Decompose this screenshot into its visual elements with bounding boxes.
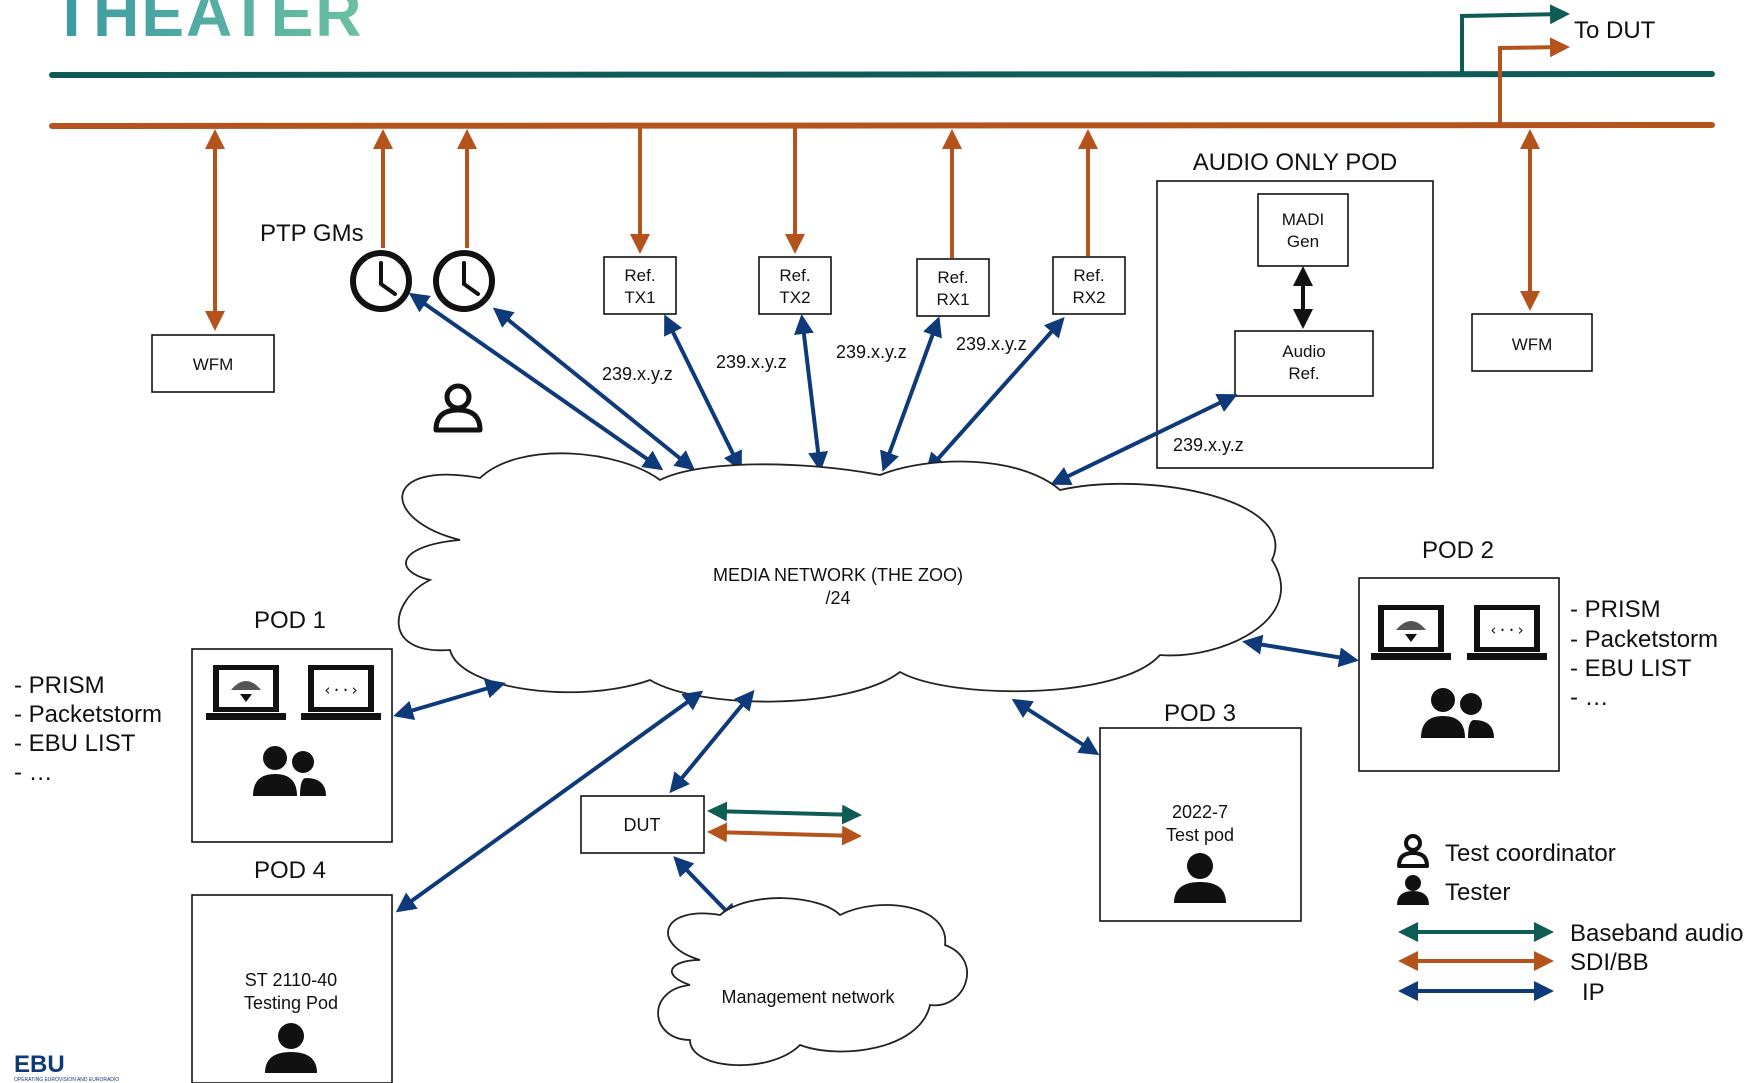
tool-item: - Packetstorm xyxy=(14,701,162,728)
ptp-gms-label: PTP GMs xyxy=(260,220,364,247)
code-laptop-icon: ‹··› xyxy=(1467,605,1547,660)
pod-2: POD 2 ‹··› xyxy=(1358,537,1560,772)
ref-tx2: Ref. TX2 239.x.y.z xyxy=(716,128,832,472)
ref-rx2-line1: Ref. xyxy=(1073,266,1104,285)
media-network-cloud: MEDIA NETWORK (THE ZOO) /24 xyxy=(397,452,1282,703)
madi-gen-line1: MADI xyxy=(1282,210,1325,229)
prism-laptop-icon xyxy=(1371,605,1451,660)
ref-rx2: Ref. RX2 239.x.y.z xyxy=(925,129,1126,473)
multicast-label: 239.x.y.z xyxy=(602,364,673,384)
multicast-label: 239.x.y.z xyxy=(836,342,907,362)
pod-4: POD 4 ST 2110-40 Testing Pod xyxy=(191,857,393,1083)
legend-baseband: Baseband audio xyxy=(1570,920,1743,947)
legend-sdi: SDI/BB xyxy=(1570,949,1649,976)
ref-tx1: Ref. TX1 239.x.y.z xyxy=(602,128,742,472)
ref-rx1-line2: RX1 xyxy=(936,290,969,309)
tool-item: - EBU LIST xyxy=(1570,655,1692,682)
legend-tester: Tester xyxy=(1445,879,1510,906)
test-coordinator-icon xyxy=(433,383,483,433)
pod-1: POD 1 ‹··› xyxy=(191,607,393,843)
management-network-cloud: Management network xyxy=(657,897,968,1067)
pod3-line1: 2022-7 xyxy=(1172,802,1228,822)
svg-text:‹··›: ‹··› xyxy=(323,681,359,699)
multicast-label: 239.x.y.z xyxy=(1173,435,1244,455)
pod1-title: POD 1 xyxy=(254,607,326,634)
tool-item: - … xyxy=(14,759,53,786)
audio-only-pod: AUDIO ONLY POD MADI Gen Audio Ref. 239.x… xyxy=(1156,149,1434,469)
ref-tx2-line1: Ref. xyxy=(779,266,810,285)
wfm-left: WFM xyxy=(151,129,275,393)
test-coordinator-icon xyxy=(1397,834,1429,868)
wfm-right-label: WFM xyxy=(1512,335,1553,354)
ref-tx1-line2: TX1 xyxy=(624,288,655,307)
ebu-logo: EBU OPERATING EUROVISION AND EURORADIO xyxy=(14,1051,119,1083)
page-title: THEATER xyxy=(52,0,363,50)
dut-label: DUT xyxy=(624,815,661,835)
tool-item: - EBU LIST xyxy=(14,730,136,757)
tester-icon xyxy=(265,1023,317,1073)
pod4-title: POD 4 xyxy=(254,857,326,884)
svg-text:EBU: EBU xyxy=(14,1051,65,1078)
legend-coordinator: Test coordinator xyxy=(1445,840,1616,867)
audio-pod-title: AUDIO ONLY POD xyxy=(1193,149,1398,176)
wfm-right: WFM xyxy=(1471,129,1593,372)
ptp-clock-icon xyxy=(433,250,495,312)
legend-ip: IP xyxy=(1582,979,1605,1006)
tester-icon xyxy=(1397,875,1429,905)
tester-icon xyxy=(1174,853,1226,903)
ref-tx1-line1: Ref. xyxy=(624,266,655,285)
pod4-line1: ST 2110-40 xyxy=(245,970,337,990)
media-network-line1: MEDIA NETWORK (THE ZOO) xyxy=(713,565,963,585)
pod1-tools-list: - PRISM - Packetstorm - EBU LIST - … xyxy=(14,672,162,786)
pod3-title: POD 3 xyxy=(1164,700,1236,727)
ref-rx2-line2: RX2 xyxy=(1072,288,1105,307)
svg-text:‹··›: ‹··› xyxy=(1489,621,1525,639)
audio-ref-line1: Audio xyxy=(1282,342,1325,361)
madi-gen-line2: Gen xyxy=(1287,232,1319,251)
tool-item: - PRISM xyxy=(1570,596,1661,623)
ref-rx1: Ref. RX1 239.x.y.z xyxy=(836,129,990,472)
baseband-bus xyxy=(49,4,1715,78)
multicast-label: 239.x.y.z xyxy=(716,352,787,372)
media-network-line2: /24 xyxy=(825,588,850,608)
code-laptop-icon: ‹··› xyxy=(301,665,381,720)
pod3-line2: Test pod xyxy=(1166,825,1234,845)
to-dut-label: To DUT xyxy=(1574,17,1656,44)
legend: Test coordinator Tester Baseband audio S… xyxy=(1397,834,1743,1006)
sdi-bus xyxy=(49,37,1715,129)
management-network-label: Management network xyxy=(721,987,895,1007)
tool-item: - Packetstorm xyxy=(1570,626,1718,653)
dut: DUT xyxy=(580,689,862,924)
multicast-label: 239.x.y.z xyxy=(956,334,1027,354)
prism-laptop-icon xyxy=(206,665,286,720)
tool-item: - … xyxy=(1570,684,1609,711)
ref-rx1-line1: Ref. xyxy=(937,268,968,287)
ptp-clock-icon xyxy=(350,250,412,312)
wfm-left-label: WFM xyxy=(193,355,234,374)
pod2-tools-list: - PRISM - Packetstorm - EBU LIST - … xyxy=(1570,596,1718,711)
pod-3: POD 3 2022-7 Test pod xyxy=(1099,700,1302,922)
pod4-line2: Testing Pod xyxy=(244,993,338,1013)
testers-group-icon xyxy=(253,746,326,796)
svg-text:OPERATING EUROVISION AND EUROR: OPERATING EUROVISION AND EURORADIO xyxy=(14,1077,119,1083)
pod2-title: POD 2 xyxy=(1422,537,1494,564)
ref-tx2-line2: TX2 xyxy=(779,288,810,307)
testers-group-icon xyxy=(1421,688,1494,738)
tool-item: - PRISM xyxy=(14,672,105,699)
audio-ref-line2: Ref. xyxy=(1288,364,1319,383)
